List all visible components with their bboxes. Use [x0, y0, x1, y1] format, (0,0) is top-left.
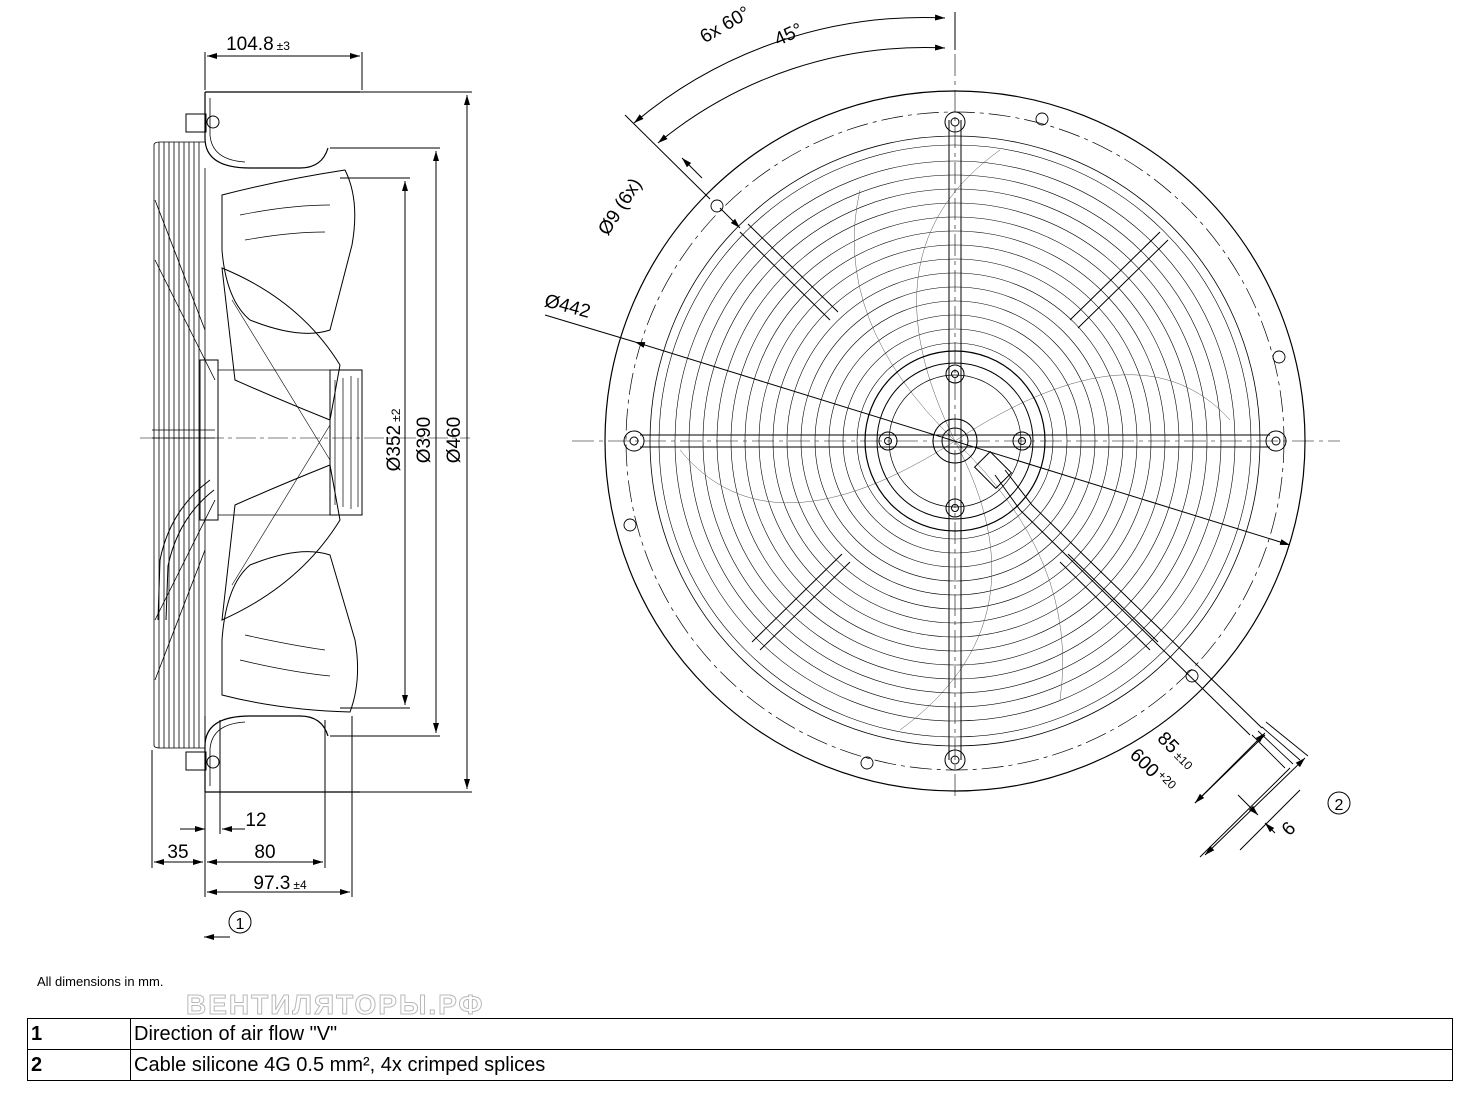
dim-97: 97.3: [253, 873, 290, 894]
housing: [185, 91, 360, 793]
front-view-dimensions: [544, 12, 1351, 858]
guard-grid: [152, 141, 216, 749]
impeller: [221, 169, 359, 713]
callout-2: 2: [1335, 797, 1344, 814]
side-view: [140, 91, 470, 793]
dim-45: 45°: [771, 19, 806, 50]
callout-1: 1: [236, 916, 245, 933]
legend-num: 2: [27, 1049, 131, 1081]
cable: [157, 479, 215, 621]
dim-80: 80: [254, 842, 275, 863]
dim-d460: Ø460: [444, 417, 465, 463]
dim-depth-total-tol: ±3: [277, 39, 291, 53]
legend-text: Cable silicone 4G 0.5 mm², 4x crimped sp…: [130, 1049, 1453, 1081]
dim-85-tol: ±10: [1171, 749, 1195, 773]
dim-depth-total: 104.8: [226, 34, 274, 55]
dim-97-tol: ±4: [293, 878, 307, 892]
side-view-dimensions: [151, 52, 472, 940]
dim-6: 6: [1278, 818, 1300, 840]
dim-12: 12: [245, 810, 266, 831]
legend-table: 1 Direction of air flow "V" 2 Cable sili…: [27, 1018, 1453, 1081]
legend-row: 1 Direction of air flow "V": [27, 1018, 1453, 1050]
dim-600-tol: +20: [1155, 768, 1180, 793]
technical-drawing: 104.8±3 Ø460 Ø390 Ø352±2 12 35 80 97.3±4…: [140, 3, 1351, 940]
svg-text:Ø352±2: Ø352 ±2: [384, 408, 405, 471]
svg-text:104.8±3: 104.8±3: [226, 34, 290, 55]
legend-row: 2 Cable silicone 4G 0.5 mm², 4x crimped …: [27, 1049, 1453, 1081]
units-note: All dimensions in mm.: [37, 974, 164, 989]
dim-d352: Ø352: [384, 425, 405, 471]
dim-d390: Ø390: [414, 417, 435, 463]
dim-d442: Ø442: [542, 291, 592, 323]
dim-hole: Ø9 (6x): [594, 175, 646, 240]
motor-hub: [199, 359, 363, 521]
front-cable: [994, 469, 1263, 736]
svg-text:97.3±4: 97.3±4: [253, 873, 307, 894]
legend-num: 1: [27, 1018, 131, 1050]
legend-text: Direction of air flow "V": [130, 1018, 1453, 1050]
dim-d352-tol: ±2: [389, 408, 403, 422]
front-view: [572, 18, 1340, 800]
dim-35: 35: [167, 842, 188, 863]
dim-6x60: 6x 60°: [697, 3, 754, 48]
watermark: ВЕНТИЛЯТОРЫ.РФ: [185, 989, 485, 1021]
